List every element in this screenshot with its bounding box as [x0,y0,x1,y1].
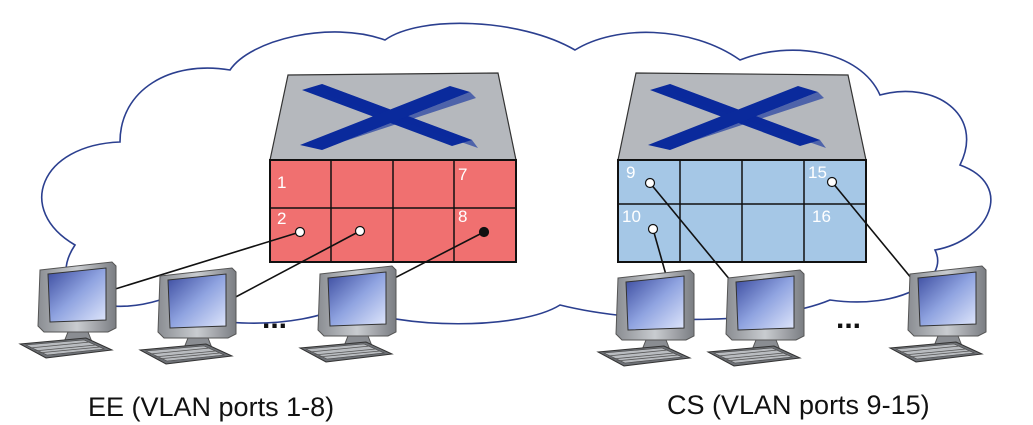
cs-switch: 9 10 15 16 [617,72,867,263]
cs-ellipsis: ... [836,302,861,335]
port-dot-cs-9 [644,177,656,189]
ee-vlan-caption: EE (VLAN ports 1-8) [88,392,335,422]
desktop-computer-icon [707,269,805,367]
port-dot-cs-15 [826,176,838,188]
port-dot-ee-2 [294,226,306,238]
link-ee-port2 [111,231,301,291]
link-ee-port3 [229,230,361,301]
port-dot-ee-3 [354,225,366,237]
ee-switch: 1 2 7 8 [269,72,517,263]
ee-port-2-label: 2 [277,209,286,228]
ethernet-switch-icon [648,84,826,150]
cs-port-16-label: 16 [812,207,831,226]
ee-ellipsis: ... [262,302,287,335]
desktop-computer-icon [597,269,695,367]
cs-port-10-label: 10 [622,207,641,226]
port-dot-cs-10 [647,223,659,235]
desktop-computer-icon [889,265,987,363]
port-dot-ee-8 [478,226,490,238]
cs-port-9-label: 9 [626,163,635,182]
cs-port-15-label: 15 [808,163,827,182]
desktop-computer-icon [139,267,237,365]
ethernet-switch-icon [300,84,478,150]
ee-port-1-label: 1 [277,173,286,192]
ee-port-8-label: 8 [458,207,467,226]
cs-vlan-caption: CS (VLAN ports 9-15) [667,390,930,420]
ee-port-7-label: 7 [458,165,467,184]
links [111,181,927,304]
desktop-computer-icon [299,265,397,363]
desktop-computer-icon [19,261,117,359]
link-cs-port9 [649,182,741,293]
